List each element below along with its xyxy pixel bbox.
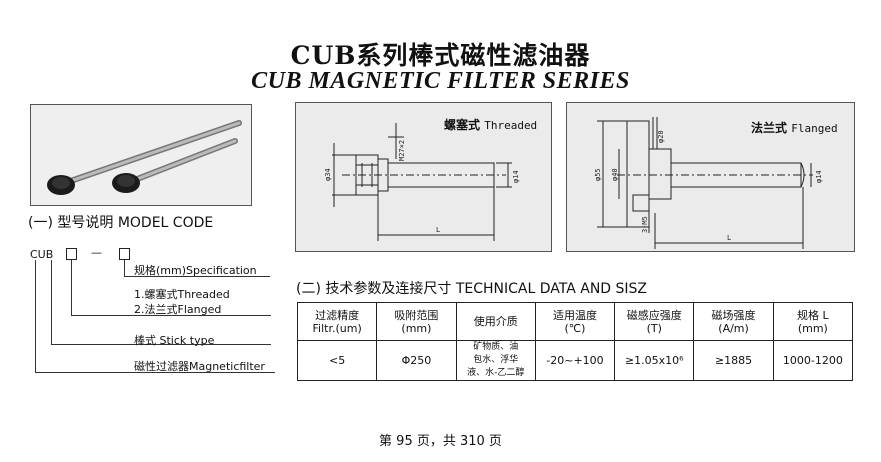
cell-precision: <5	[296, 340, 378, 381]
code-box-type	[66, 248, 77, 260]
tech-data-heading: (二) 技术参数及连接尺寸 TECHNICAL DATA AND SISZ	[296, 281, 648, 297]
flanged-drawing: φ55 φ40 φ20 φ14 3-M5 L 法兰式 Flanged	[566, 102, 855, 252]
leader-stick-h	[51, 344, 271, 345]
model-code-heading: (一) 型号说明 MODEL CODE	[28, 215, 214, 231]
leader-magnetic-h	[35, 372, 275, 373]
dim-flange-outer: φ55	[594, 168, 602, 181]
header-field: 磁场强度(A/m)	[693, 302, 774, 341]
dim-rod: φ14	[815, 170, 823, 183]
dim-rod-diameter: φ14	[512, 170, 520, 183]
code-box-spec	[119, 248, 130, 260]
header-range: 吸附范围(mm)	[376, 302, 457, 341]
title-english: CUB MAGNETIC FILTER SERIES	[251, 68, 630, 94]
page-footer: 第 95 页，共 310 页	[379, 434, 502, 449]
dim-head-diameter: φ34	[324, 168, 332, 181]
cell-length: 1000-1200	[772, 340, 854, 381]
dim-thread: M27×2	[398, 140, 406, 161]
code-dash: —	[91, 246, 102, 259]
type-option-flanged: 2.法兰式Flanged	[134, 303, 222, 316]
stick-type-label: 棒式 Stick type	[134, 334, 215, 347]
dim-flange-inner: φ40	[611, 168, 619, 181]
dim-length: L	[436, 226, 440, 234]
type-option-threaded: 1.螺塞式Threaded	[134, 288, 230, 301]
flanged-label-en: Flanged	[791, 122, 838, 135]
cell-temperature: -20~+100	[534, 340, 616, 381]
threaded-label: 螺塞式 Threaded	[444, 116, 537, 133]
leader-magnetic	[35, 260, 36, 372]
leader-type-h	[71, 315, 271, 316]
title-chinese: CUB系列棒式磁性滤油器	[290, 41, 591, 70]
header-length: 规格 L(mm)	[772, 302, 854, 341]
dim-flanged-length: L	[727, 234, 731, 242]
leader-type	[71, 260, 72, 315]
threaded-drawing: M27×2 φ34 φ14 L 螺塞式 Threaded	[295, 102, 552, 252]
threaded-label-en: Threaded	[484, 119, 538, 132]
leader-spec-h	[124, 276, 270, 277]
flanged-label: 法兰式 Flanged	[751, 119, 838, 136]
leader-stick	[51, 260, 52, 344]
dim-collar: φ20	[657, 130, 665, 143]
spec-label: 规格(mm)Specification	[134, 264, 257, 277]
flanged-label-cn: 法兰式	[751, 121, 788, 135]
leader-spec	[124, 260, 125, 276]
cell-range: Φ250	[376, 340, 457, 381]
threaded-label-cn: 螺塞式	[444, 118, 481, 132]
cell-media: 矿物质、油包水、浮华液、水-乙二醇	[455, 340, 536, 381]
header-media: 使用介质	[455, 302, 536, 341]
header-temperature: 适用温度(℃)	[534, 302, 616, 341]
cell-induction: ≥1.05x10⁶	[614, 340, 695, 381]
header-induction: 磁感应强度(T)	[614, 302, 695, 341]
table-row: <5 Φ250 矿物质、油包水、浮华液、水-乙二醇 -20~+100 ≥1.05…	[296, 340, 854, 381]
dim-bolts: 3-M5	[641, 216, 649, 233]
code-prefix: CUB	[30, 248, 54, 261]
magnetic-filter-label: 磁性过滤器Magneticfilter	[134, 360, 265, 373]
product-photo	[30, 104, 252, 206]
cell-field: ≥1885	[693, 340, 774, 381]
